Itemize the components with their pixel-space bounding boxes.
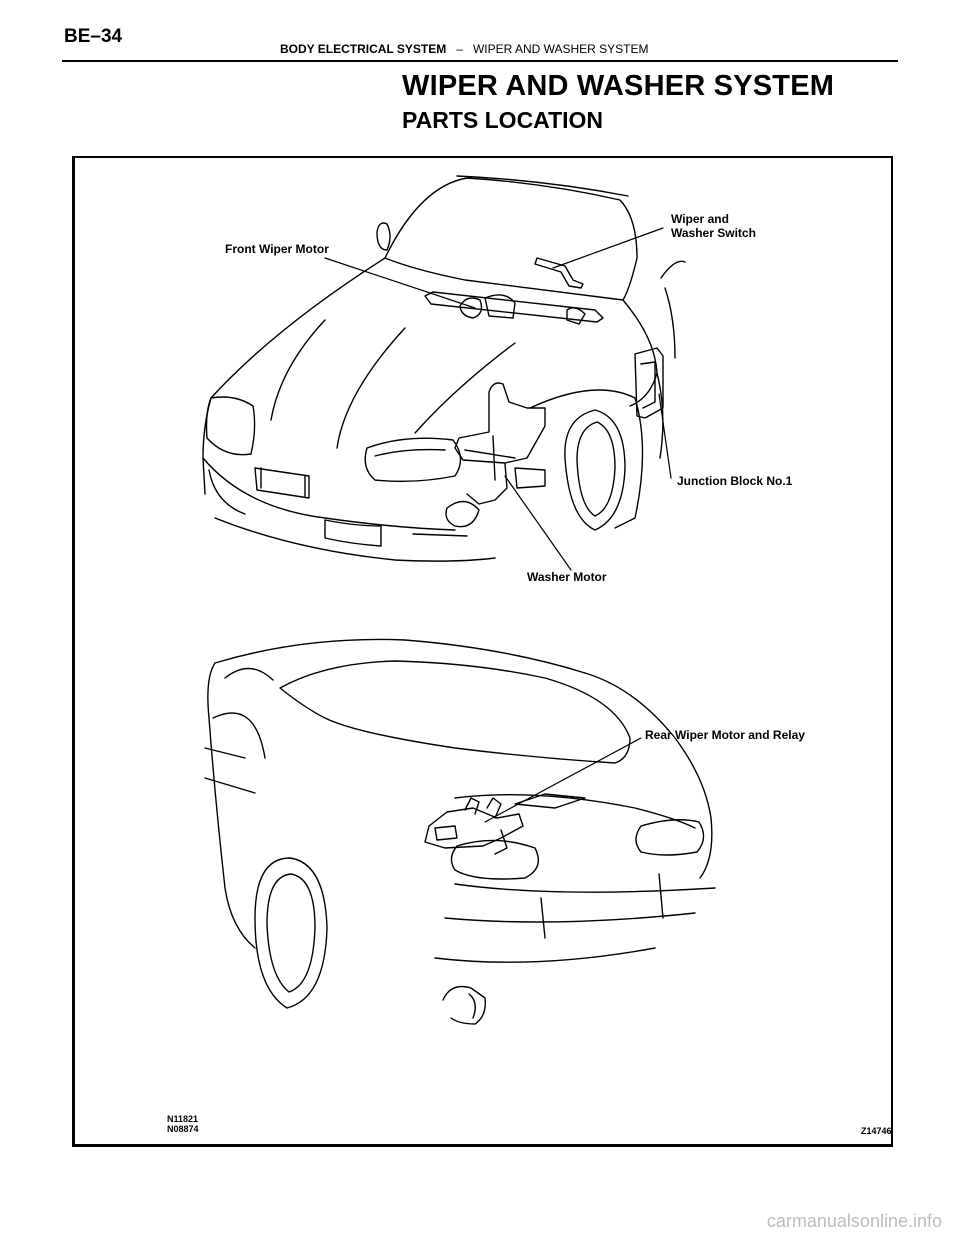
callout-wiper-switch-line1: Wiper and [671,212,729,226]
callout-front-wiper-motor: Front Wiper Motor [225,242,329,256]
figure-frame: Front Wiper Motor Wiper and Washer Switc… [72,156,893,1147]
callout-washer-motor: Washer Motor [527,570,607,584]
section-subtitle: PARTS LOCATION [402,107,604,133]
parts-location-illustration [202,175,716,1025]
watermark: carmanualsonline.info [766,1211,942,1231]
page-number: BE–34 [64,26,123,47]
callout-rear-wiper-motor: Rear Wiper Motor and Relay [645,728,805,742]
page-title: WIPER AND WASHER SYSTEM [402,70,835,102]
leader-lines [324,227,672,823]
front-car-drawing [202,175,686,562]
callout-wiper-washer-switch: Wiper and Washer Switch [671,212,756,240]
header-rule [62,60,898,62]
running-header: BODY ELECTRICAL SYSTEM–WIPER AND WASHER … [280,42,649,56]
figure-code-line2: N08874 [167,1124,199,1134]
figure-id: Z14746 [861,1126,892,1136]
callout-junction-block: Junction Block No.1 [677,474,793,488]
rear-car-drawing [204,638,716,1025]
header-subsection: WIPER AND WASHER SYSTEM [472,42,649,56]
header-section: BODY ELECTRICAL SYSTEM [280,42,447,56]
header-separator: – [456,42,463,56]
figure-codes: N11821 N08874 [167,1114,199,1134]
callout-wiper-switch-line2: Washer Switch [671,226,756,240]
figure-code-line1: N11821 [167,1114,199,1124]
